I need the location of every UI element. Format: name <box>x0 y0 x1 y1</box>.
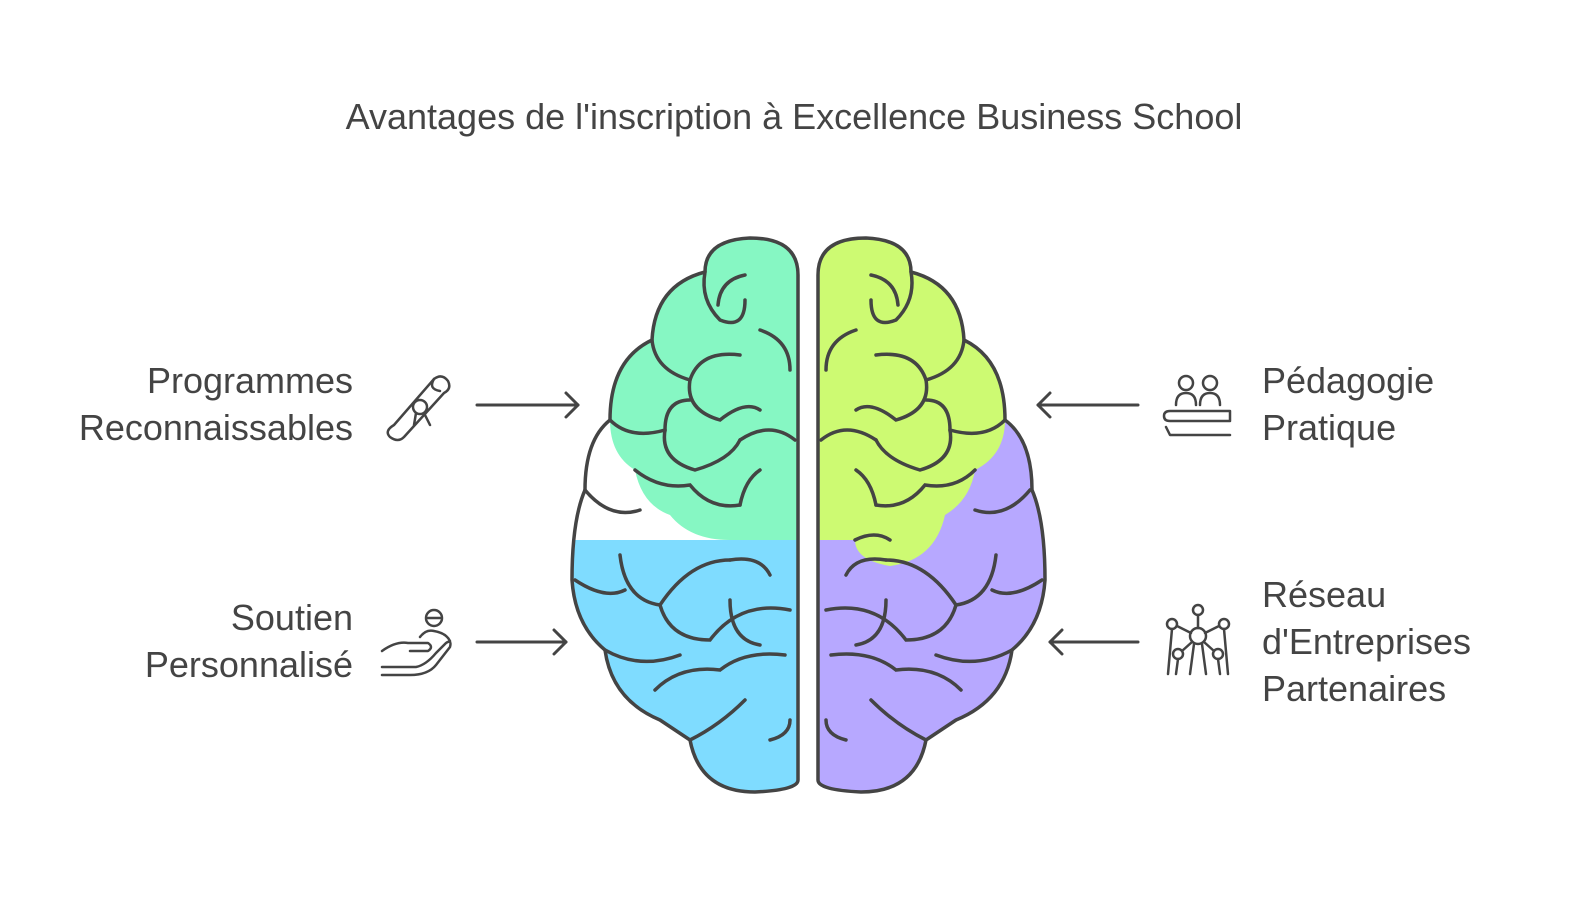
label-line: Personnalisé <box>144 644 353 685</box>
arrow-reseau <box>1048 628 1140 656</box>
right-hemisphere <box>816 236 1047 794</box>
label-line: Pratique <box>1262 407 1397 448</box>
left-folds <box>573 270 797 742</box>
diploma-icon <box>386 375 451 442</box>
label-line: Réseau <box>1262 574 1387 615</box>
left-hemisphere <box>570 236 800 794</box>
brain-bottom-left-lobe <box>572 540 798 792</box>
label-programmes: Programmes Reconnaissables <box>79 357 353 451</box>
label-line: Soutien <box>230 597 353 638</box>
page-title: Avantages de l'inscription à Excellence … <box>345 96 1243 137</box>
classroom-icon <box>1162 374 1232 437</box>
label-line: Reconnaissables <box>78 407 353 448</box>
arrow-pedagogie <box>1036 391 1140 419</box>
network-icon <box>1165 603 1231 676</box>
label-line: Pédagogie <box>1262 360 1435 401</box>
label-pedagogie: Pédagogie Pratique <box>1262 357 1434 451</box>
label-reseau: Réseau d'Entreprises Partenaires <box>1262 571 1471 712</box>
arrow-soutien <box>475 628 568 656</box>
label-line: Programmes <box>146 360 353 401</box>
label-line: Partenaires <box>1262 668 1447 709</box>
label-line: d'Entreprises <box>1262 621 1471 662</box>
label-soutien: Soutien Personnalisé <box>145 594 353 688</box>
brain-top-right-lobe <box>818 238 1005 566</box>
right-folds <box>819 270 1044 742</box>
helping-hand-icon <box>380 608 452 677</box>
arrow-programmes <box>475 391 580 419</box>
